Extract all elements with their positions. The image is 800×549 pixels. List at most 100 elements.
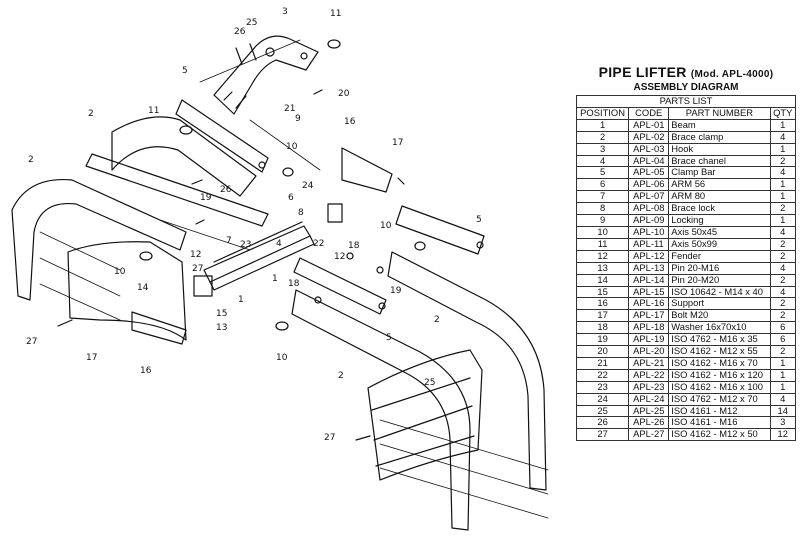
- callout: 1: [238, 295, 244, 305]
- qty-cell: 6: [769, 333, 797, 347]
- part-number-cell: Pin 20-M16: [668, 261, 771, 275]
- guide-rod-part: [39, 39, 549, 519]
- qty-cell: 2: [769, 297, 797, 311]
- page-subtitle: ASSEMBLY DIAGRAM: [633, 82, 739, 93]
- position-cell: 18: [575, 321, 630, 335]
- position-cell: 9: [575, 214, 630, 227]
- qty-cell: 1: [769, 118, 797, 132]
- code-cell: APL-16: [628, 297, 670, 311]
- code-cell: APL-18: [628, 321, 670, 335]
- position-cell: 26: [575, 416, 630, 430]
- part-number-cell: ISO 4162 - M12 x 55: [668, 345, 771, 358]
- callout-labels: 3 11 25 26 5 20 21 9 2 11 16 17 10 2 24 …: [26, 7, 482, 443]
- code-cell: APL-14: [628, 273, 670, 287]
- callout: 5: [476, 215, 482, 225]
- code-cell: APL-02: [628, 130, 670, 144]
- part-number-cell: Brace lock: [668, 202, 771, 216]
- position-cell: 2: [575, 130, 630, 144]
- code-cell: APL-09: [628, 214, 670, 227]
- callout: 17: [86, 353, 97, 363]
- callout: 12: [190, 250, 201, 260]
- qty-cell: 12: [769, 428, 797, 442]
- position-cell: 25: [575, 404, 630, 418]
- part-number-cell: Bolt M20: [668, 309, 771, 323]
- code-cell: APL-22: [628, 368, 670, 382]
- position-cell: 1: [575, 118, 630, 132]
- callout: 4: [276, 239, 282, 249]
- code-cell: APL-10: [628, 225, 670, 239]
- callout: 2: [88, 109, 94, 119]
- parts-list-table: PARTS LIST POSITION CODE PART NUMBER QTY…: [575, 95, 797, 442]
- callout: 27: [192, 264, 203, 274]
- title-main: PIPE LIFTER: [598, 64, 687, 80]
- position-cell: 22: [575, 368, 630, 382]
- part-number-cell: ARM 56: [668, 178, 771, 192]
- code-cell: APL-24: [628, 392, 670, 406]
- callout: 10: [114, 267, 126, 277]
- part-number-cell: Washer 16x70x10: [668, 321, 771, 335]
- code-cell: APL-06: [628, 178, 670, 192]
- position-cell: 6: [575, 178, 630, 192]
- position-cell: 8: [575, 202, 630, 216]
- part-number-cell: Locking: [668, 214, 771, 227]
- code-cell: APL-26: [628, 416, 670, 430]
- callout: 2: [434, 315, 440, 325]
- code-cell: APL-17: [628, 309, 670, 323]
- qty-cell: 1: [769, 368, 797, 382]
- part-number-cell: Beam: [668, 118, 771, 132]
- callout: 11: [330, 9, 341, 19]
- callout: 5: [182, 66, 188, 76]
- code-cell: APL-04: [628, 154, 670, 168]
- callout: 11: [148, 106, 159, 116]
- part-number-cell: Hook: [668, 142, 771, 156]
- part-number-cell: ISO 4762 - M16 x 35: [668, 333, 771, 347]
- callout: 20: [338, 89, 350, 99]
- callout: 8: [298, 208, 304, 218]
- part-number-cell: ISO 4162 - M16 x 120: [668, 368, 771, 382]
- callout: 5: [386, 333, 392, 343]
- callout: 15: [216, 309, 227, 319]
- code-cell: APL-15: [628, 285, 670, 299]
- position-cell: 5: [575, 166, 630, 180]
- position-cell: 15: [575, 285, 630, 299]
- qty-cell: 1: [769, 142, 797, 156]
- position-cell: 20: [575, 345, 630, 358]
- callout: 27: [26, 337, 37, 347]
- code-cell: APL-21: [628, 356, 670, 370]
- part-number-cell: Axis 50x45: [668, 225, 771, 239]
- column-header-qty: QTY: [769, 106, 797, 120]
- qty-cell: 4: [769, 261, 797, 275]
- position-cell: 14: [575, 273, 630, 287]
- position-cell: 21: [575, 356, 630, 370]
- position-cell: 12: [575, 249, 630, 263]
- part-number-cell: ARM 80: [668, 190, 771, 204]
- callout: 16: [344, 117, 356, 127]
- part-number-cell: ISO 4161 - M12: [668, 404, 771, 418]
- callout: 24: [302, 181, 314, 191]
- position-cell: 7: [575, 190, 630, 204]
- fastener-parts: [57, 39, 426, 441]
- title-model: (Mod. APL-4000): [690, 69, 774, 80]
- brace-clamp-part: [11, 116, 547, 531]
- callout: 23: [240, 240, 251, 250]
- qty-cell: 1: [769, 380, 797, 394]
